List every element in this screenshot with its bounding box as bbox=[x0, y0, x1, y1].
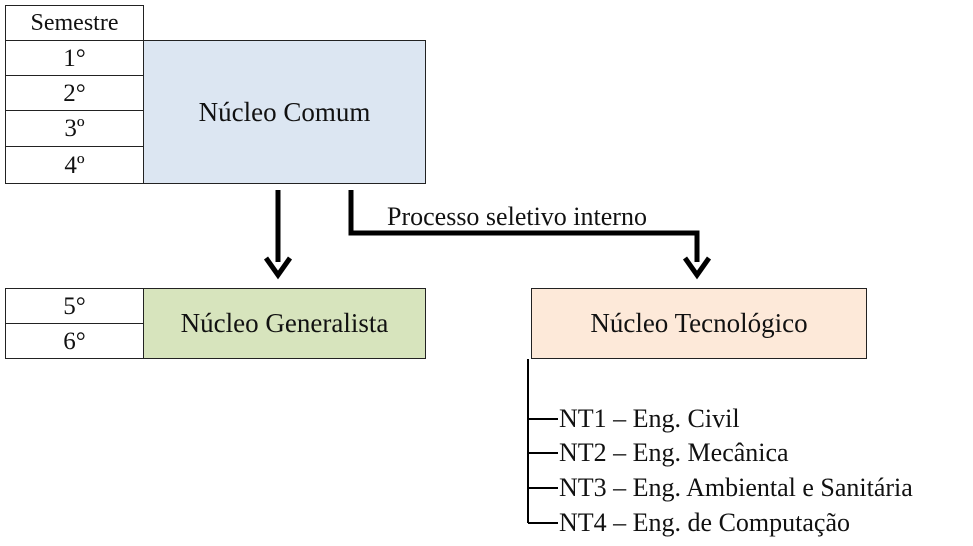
nucleo-comum-box: Núcleo Comum bbox=[143, 40, 426, 184]
arrow-to-tecnologico bbox=[348, 190, 700, 262]
arrowhead-tecnologico bbox=[682, 256, 712, 280]
track-nt2: NT2 – Eng. Mecânica bbox=[559, 438, 789, 467]
nucleo-tecnologico-label: Núcleo Tecnológico bbox=[590, 308, 808, 338]
nucleo-generalista-box: Núcleo Generalista bbox=[143, 288, 426, 359]
arrow-label: Processo seletivo interno bbox=[387, 202, 647, 231]
nucleo-comum-label: Núcleo Comum bbox=[198, 96, 371, 127]
arrowhead-generalista bbox=[263, 256, 293, 280]
track-nt1: NT1 – Eng. Civil bbox=[559, 404, 740, 433]
track-nt4: NT4 – Eng. de Computação bbox=[559, 508, 850, 537]
track-nt3: NT3 – Eng. Ambiental e Sanitária bbox=[559, 473, 913, 502]
nucleo-generalista-label: Núcleo Generalista bbox=[180, 308, 389, 338]
nucleo-tecnologico-box: Núcleo Tecnológico bbox=[531, 288, 867, 359]
